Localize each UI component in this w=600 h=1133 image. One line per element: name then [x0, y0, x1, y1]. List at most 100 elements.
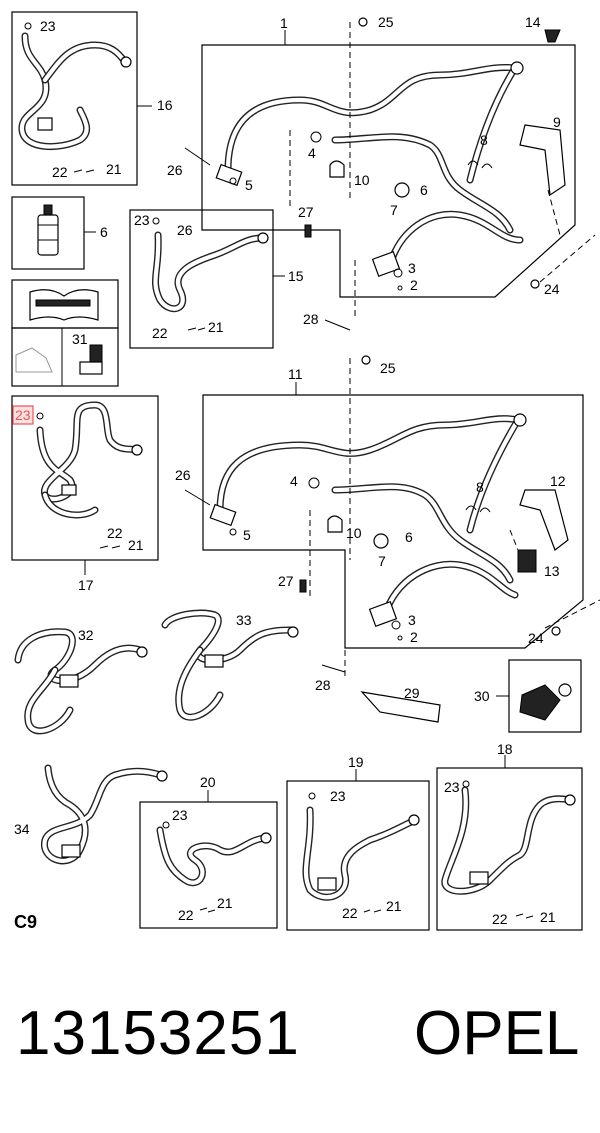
callout-27[interactable]: 27 [298, 204, 314, 220]
callout-21c[interactable]: 21 [128, 537, 144, 553]
callout-3[interactable]: 3 [408, 260, 416, 276]
callout-8[interactable]: 8 [480, 132, 488, 148]
hose-assembly-18[interactable] [441, 786, 576, 895]
callout-30[interactable]: 30 [474, 688, 490, 704]
callout-26c[interactable]: 26 [175, 467, 191, 483]
callout-34[interactable]: 34 [14, 821, 30, 837]
hose-assembly-15[interactable] [151, 231, 269, 313]
screw-27[interactable] [304, 224, 312, 238]
callout-23-highlighted[interactable]: 23 [15, 407, 31, 423]
callout-22b[interactable]: 22 [152, 325, 168, 341]
clip-10[interactable] [329, 160, 345, 178]
callout-2[interactable]: 2 [410, 277, 418, 293]
hose-assembly-19[interactable] [302, 806, 420, 901]
callout-14[interactable]: 14 [525, 14, 541, 30]
o-ring-4[interactable] [310, 131, 322, 143]
callout-3b[interactable]: 3 [408, 612, 416, 628]
callout-22c[interactable]: 22 [107, 525, 123, 541]
callout-21d[interactable]: 21 [217, 895, 233, 911]
callout-22d[interactable]: 22 [178, 907, 194, 923]
callout-31[interactable]: 31 [72, 331, 88, 347]
callout-23b[interactable]: 23 [134, 212, 150, 228]
callout-17[interactable]: 17 [78, 577, 94, 593]
hose-assembly-20[interactable] [156, 826, 272, 886]
bracket-9[interactable] [519, 124, 566, 197]
callout-23d[interactable]: 23 [172, 807, 188, 823]
callout-4[interactable]: 4 [308, 145, 316, 161]
callout-7b[interactable]: 7 [378, 553, 386, 569]
callout-22[interactable]: 22 [52, 164, 68, 180]
callout-12[interactable]: 12 [550, 473, 566, 489]
clip-8[interactable] [467, 160, 493, 169]
callout-25b[interactable]: 25 [380, 360, 396, 376]
callout-10[interactable]: 10 [354, 172, 370, 188]
box-11[interactable] [202, 394, 584, 649]
callout-28[interactable]: 28 [303, 311, 319, 327]
callout-23e[interactable]: 23 [330, 788, 346, 804]
callout-22f[interactable]: 22 [492, 911, 508, 927]
callout-7[interactable]: 7 [390, 202, 398, 218]
valve-core-6[interactable] [37, 204, 59, 256]
callout-2b[interactable]: 2 [410, 629, 418, 645]
callout-6a[interactable]: 6 [100, 224, 108, 240]
callout-24[interactable]: 24 [544, 281, 560, 297]
callout-20[interactable]: 20 [200, 774, 216, 790]
callout-18[interactable]: 18 [497, 741, 513, 757]
bolt-25[interactable] [358, 17, 368, 27]
box-17[interactable] [11, 395, 159, 561]
adapter-31[interactable] [79, 344, 103, 375]
callout-25[interactable]: 25 [378, 14, 394, 30]
box-20[interactable] [139, 801, 278, 929]
callout-6[interactable]: 6 [420, 182, 428, 198]
callout-6b[interactable]: 6 [405, 529, 413, 545]
callout-4b[interactable]: 4 [290, 473, 298, 489]
callout-5[interactable]: 5 [245, 177, 253, 193]
callout-22e[interactable]: 22 [342, 905, 358, 921]
insulator-30[interactable] [519, 683, 572, 721]
callout-13[interactable]: 13 [544, 563, 560, 579]
hose-assembly-17[interactable] [36, 401, 143, 519]
callout-23[interactable]: 23 [40, 18, 56, 34]
callout-19[interactable]: 19 [348, 754, 364, 770]
box-1[interactable] [201, 44, 576, 298]
box-18[interactable] [436, 767, 583, 931]
callout-9[interactable]: 9 [553, 114, 561, 130]
callout-10b[interactable]: 10 [346, 525, 362, 541]
callout-11[interactable]: 11 [288, 366, 303, 382]
hose-assembly-11[interactable] [209, 413, 527, 627]
hose-assembly-33[interactable] [161, 609, 299, 721]
hose-assembly-32[interactable] [14, 628, 148, 735]
callout-15[interactable]: 15 [288, 268, 304, 284]
callout-21f[interactable]: 21 [540, 909, 556, 925]
callout-24b[interactable]: 24 [528, 630, 544, 646]
cap-7[interactable] [394, 182, 410, 198]
clip-10b[interactable] [327, 515, 343, 533]
callout-32[interactable]: 32 [78, 627, 94, 643]
box-31[interactable] [11, 327, 119, 387]
callout-1[interactable]: 1 [280, 15, 288, 31]
hose-assembly-16[interactable] [18, 32, 132, 151]
bolt-26[interactable] [184, 147, 211, 166]
hose-assembly-1[interactable] [215, 61, 524, 277]
clamp-13[interactable] [517, 549, 537, 573]
clip-14[interactable] [544, 29, 561, 43]
callout-28b[interactable]: 28 [315, 677, 331, 693]
box-6[interactable] [11, 196, 85, 270]
callout-26[interactable]: 26 [167, 162, 183, 178]
hose-assembly-34[interactable] [41, 764, 168, 865]
callout-33[interactable]: 33 [236, 612, 252, 628]
bolt-28[interactable] [324, 319, 351, 331]
callout-21e[interactable]: 21 [386, 898, 402, 914]
bracket-12[interactable] [519, 489, 569, 551]
callout-5b[interactable]: 5 [243, 527, 251, 543]
box-19[interactable] [286, 780, 430, 931]
callout-21b[interactable]: 21 [208, 319, 224, 335]
callout-23f[interactable]: 23 [444, 779, 460, 795]
callout-29[interactable]: 29 [404, 685, 420, 701]
callout-26b[interactable]: 26 [177, 222, 193, 238]
callout-16[interactable]: 16 [157, 97, 173, 113]
foam-pad-29[interactable] [360, 691, 441, 723]
callout-27b[interactable]: 27 [278, 573, 294, 589]
callout-8b[interactable]: 8 [476, 479, 484, 495]
callout-21[interactable]: 21 [106, 161, 122, 177]
